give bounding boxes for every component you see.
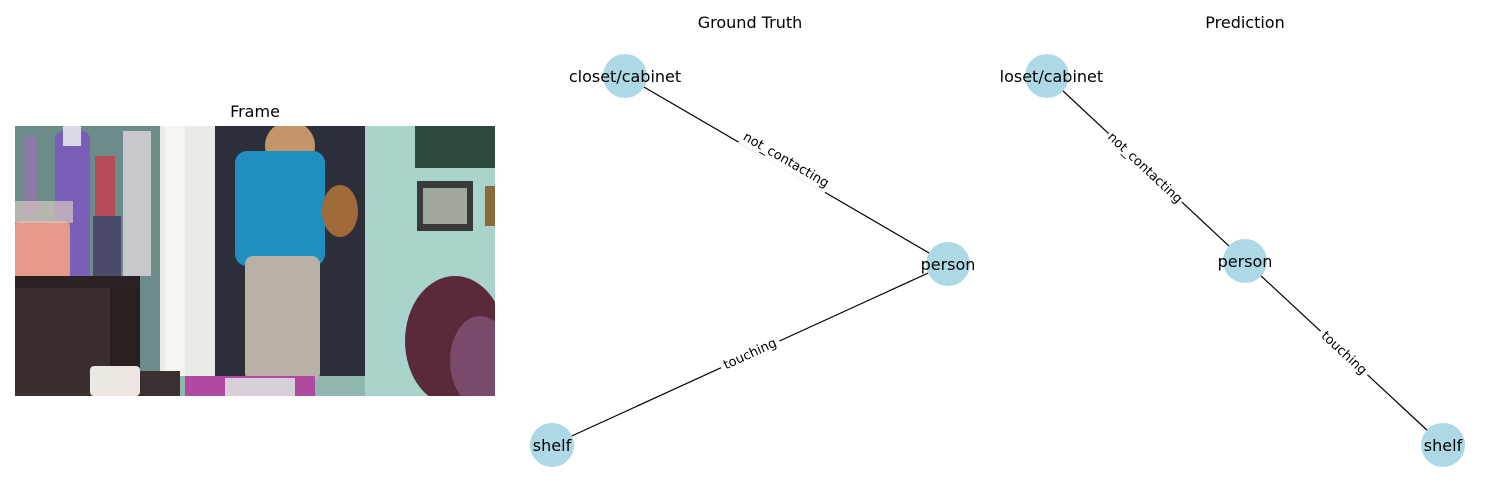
node-closet-cabinet: closet/cabinet [1000,54,1103,98]
node-label-shelf: shelf [533,436,572,455]
ground-truth-graph: not_contacting touching closet/cabinet p… [530,54,976,467]
node-shelf: shelf [530,423,574,467]
node-shelf: shelf [1421,423,1465,467]
node-label-closet-cabinet: closet/cabinet [1000,67,1103,86]
edge-touching: touching [551,263,949,446]
node-label-shelf: shelf [1424,436,1463,455]
edge-touching: touching [1244,260,1444,446]
node-person: person [1218,239,1273,283]
node-label-person: person [921,255,976,274]
node-closet-cabinet: closet/cabinet [569,54,681,98]
prediction-title: Prediction [1205,13,1285,32]
edge-not-contacting: not_contacting [1046,75,1246,262]
ground-truth-title: Ground Truth [697,13,803,32]
edge-label-not-contacting: not_contacting [1104,130,1185,207]
frame-title: Frame [230,102,280,121]
edge-label-touching: touching [1318,329,1370,379]
edge-not-contacting: not_contacting [624,75,949,265]
prediction-graph: not_contacting touching closet/cabinet p… [1000,54,1465,467]
node-label-closet-cabinet: closet/cabinet [569,67,681,86]
node-label-person: person [1218,252,1273,271]
node-person: person [921,242,976,286]
video-frame-image [15,126,495,396]
edge-label-not-contacting: not_contacting [740,130,831,192]
